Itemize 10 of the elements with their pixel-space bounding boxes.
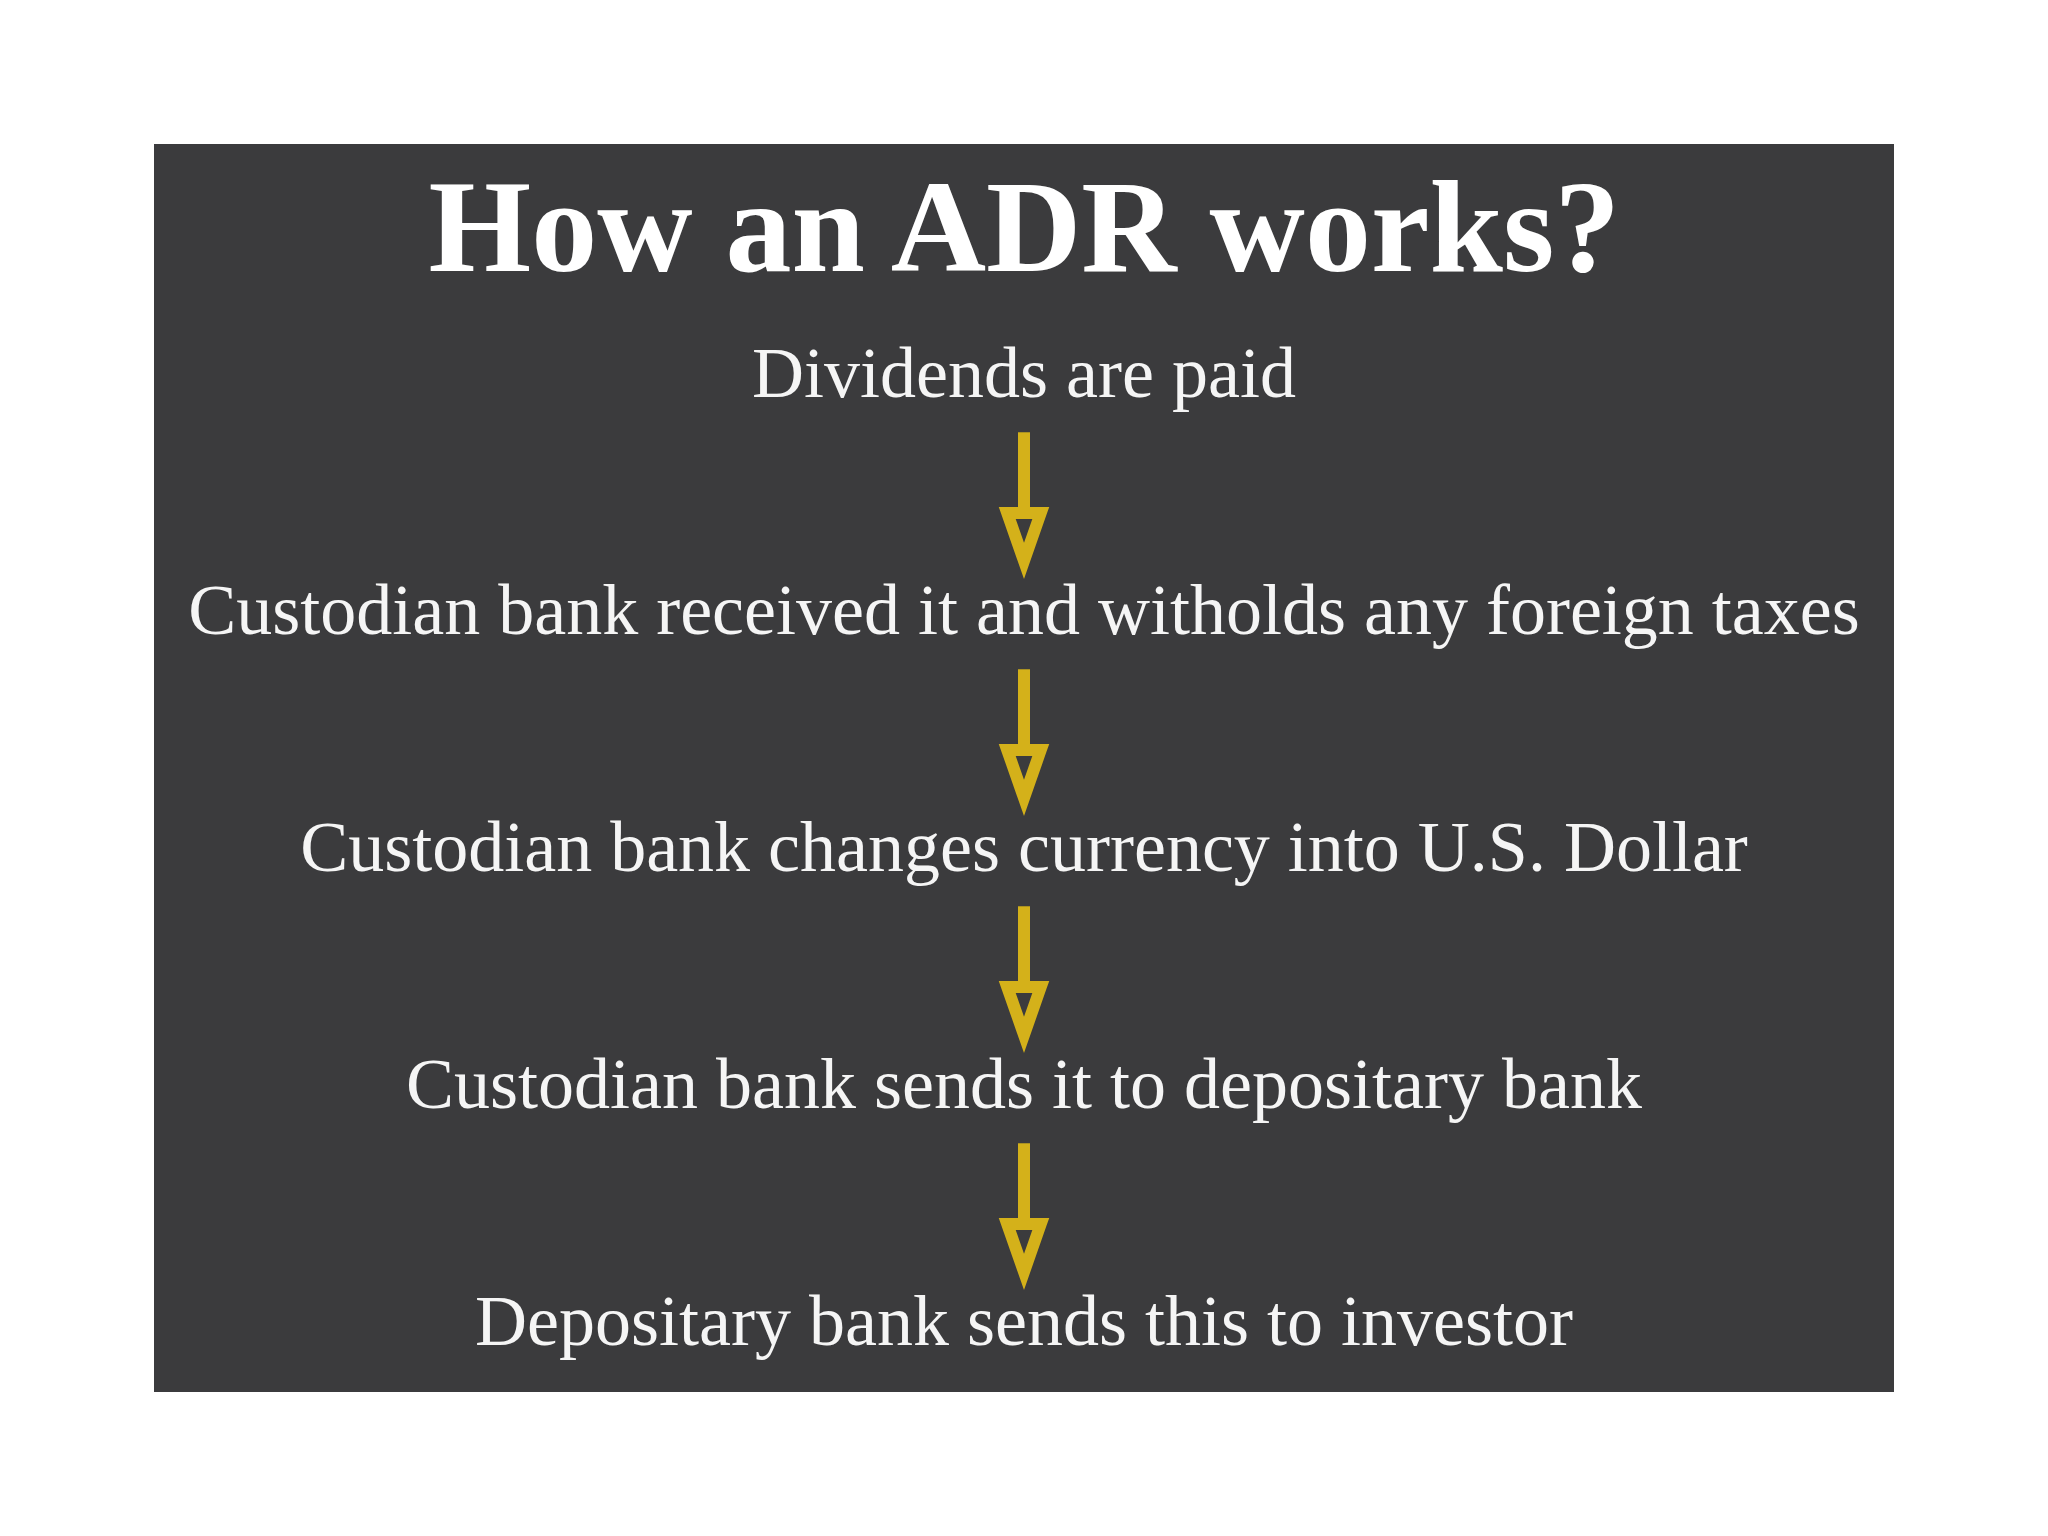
- node-text: Dividends are paid: [752, 332, 1296, 413]
- arrow: [998, 669, 1050, 817]
- node-text: Custodian bank changes currency into U.S. Dollar: [300, 806, 1748, 887]
- arrow: [998, 906, 1050, 1054]
- diagram-title: How an ADR works?: [428, 152, 1621, 300]
- node-text: Custodian bank received it and witholds any foreign taxes: [188, 569, 1860, 650]
- node-text: Depositary bank sends this to investor: [475, 1280, 1573, 1361]
- arrow: [998, 1143, 1050, 1291]
- arrow: [998, 432, 1050, 580]
- node-text: Custodian bank sends it to depositary bank: [406, 1043, 1642, 1124]
